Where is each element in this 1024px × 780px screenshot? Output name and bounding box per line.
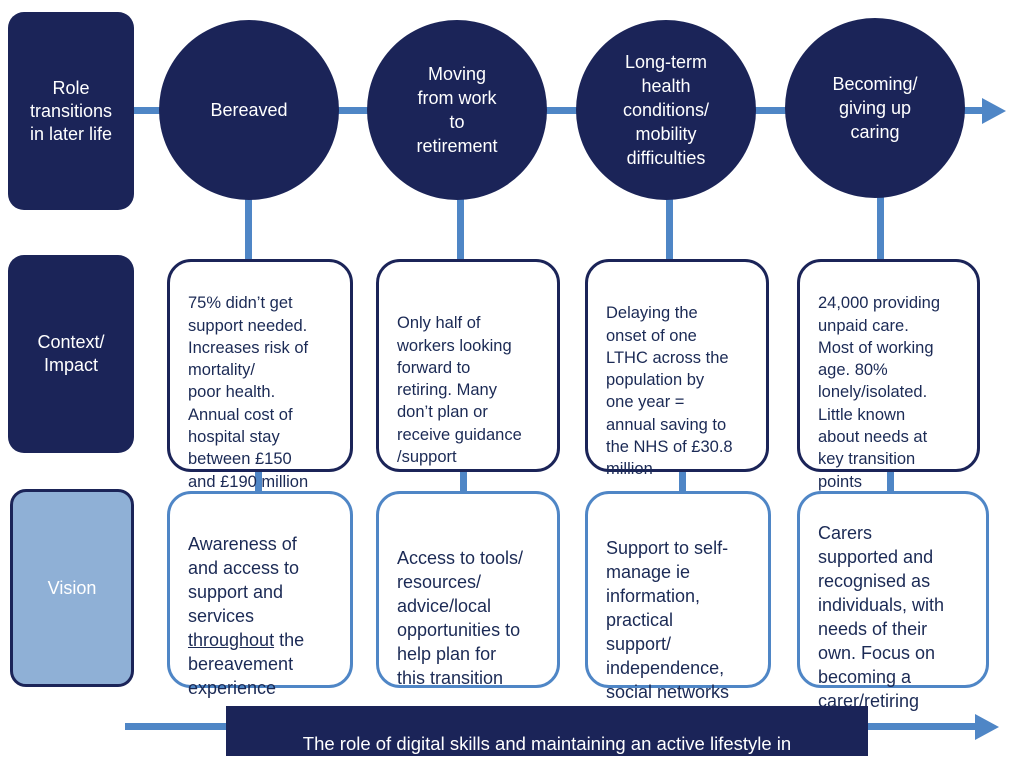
context-box-bereaved: 75% didn’t get support needed. Increases…: [167, 259, 353, 491]
stage-circle-health: Long-term health conditions/ mobility di…: [576, 20, 756, 200]
row-label-vision-text: Vision: [47, 577, 97, 598]
connector-4: [877, 195, 884, 261]
context-text: 75% didn’t get support needed. Increases…: [188, 294, 309, 491]
vision-box-health: Support to self- manage ie information, …: [585, 491, 771, 702]
connector-3: [666, 195, 673, 261]
connector-5: [255, 471, 262, 493]
connector-1: [245, 195, 252, 261]
stage-circle-retirement: Moving from work to retirement: [367, 20, 547, 200]
vision-text: Carers supported and recognised as indiv…: [818, 523, 945, 711]
row-label-vision: Vision: [10, 489, 134, 687]
context-box-health: Delaying the onset of one LTHC across th…: [585, 259, 769, 478]
vision-box-caring: Carers supported and recognised as indiv…: [797, 491, 989, 711]
timeline-arrow-line: [130, 107, 985, 114]
connector-7: [679, 471, 686, 493]
vision-box-bereaved: Awareness of and access to support and s…: [167, 491, 353, 698]
vision-text: Access to tools/ resources/ advice/local…: [397, 548, 524, 688]
stage-circle-bereaved: Bereaved: [159, 20, 339, 200]
stage-title: Bereaved: [210, 100, 288, 120]
stage-title: Long-term health conditions/ mobility di…: [622, 52, 710, 168]
context-box-retirement: Only half of workers looking forward to …: [376, 259, 560, 472]
connector-2: [457, 195, 464, 261]
context-text: 24,000 providing unpaid care. Most of wo…: [818, 294, 941, 491]
row-label-context-text: Context/ Impact: [37, 332, 105, 375]
row-label-transitions-text: Role transitions in later life: [29, 77, 113, 144]
context-text: Only half of workers looking forward to …: [397, 314, 522, 467]
stage-title: Becoming/ giving up caring: [832, 74, 918, 142]
vision-text-underlined: throughout: [188, 630, 275, 650]
row-label-context: Context/ Impact: [8, 255, 134, 453]
stage-circle-caring: Becoming/ giving up caring: [785, 18, 965, 198]
stage-title: Moving from work to retirement: [416, 64, 498, 156]
vision-text-end: the bereavement experience: [188, 630, 305, 698]
banner-text: The role of digital skills and maintaini…: [302, 733, 792, 778]
banner-arrowhead-icon: [975, 714, 999, 740]
timeline-arrowhead-icon: [982, 98, 1006, 124]
context-text: Delaying the onset of one LTHC across th…: [606, 304, 733, 479]
vision-text: Support to self- manage ie information, …: [606, 538, 730, 702]
connector-6: [460, 471, 467, 493]
row-label-transitions: Role transitions in later life: [8, 12, 134, 210]
connector-8: [887, 471, 894, 493]
bottom-banner: The role of digital skills and maintaini…: [226, 706, 868, 778]
context-box-caring: 24,000 providing unpaid care. Most of wo…: [797, 259, 980, 491]
vision-text: Awareness of and access to support and s…: [188, 534, 300, 626]
vision-box-retirement: Access to tools/ resources/ advice/local…: [376, 491, 560, 688]
